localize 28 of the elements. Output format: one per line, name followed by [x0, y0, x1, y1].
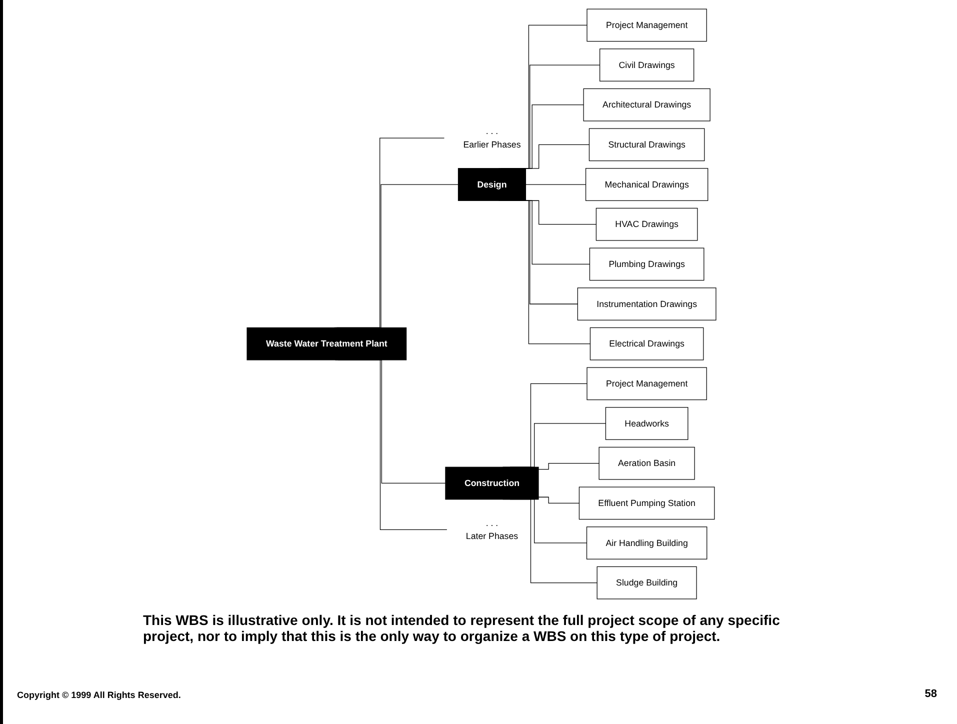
node-box: Air Handling Building — [586, 526, 708, 560]
node-box: Aeration Basin — [598, 446, 695, 480]
node-box: Effluent Pumping Station — [578, 486, 715, 520]
node-box: Plumbing Drawings — [589, 248, 704, 281]
node-box: Sludge Building — [596, 566, 697, 600]
node-box: Project Management — [586, 8, 707, 42]
node-box: Design — [458, 168, 526, 201]
connector — [538, 463, 600, 470]
node-box: Instrumentation Drawings — [577, 288, 716, 320]
caption-note: This WBS is illustrative only. It is not intended to represent the full project scope of any specific project, nor to imply that this is the only way to organize a WBS on this type of project. — [143, 612, 781, 644]
copyright-note: Copyright © 1999 All Rights Reserved. — [17, 690, 181, 700]
node-box: Electrical Drawings — [590, 327, 704, 360]
node-box: Headworks — [605, 407, 688, 440]
node-label: . . . — [486, 518, 498, 528]
page-number: 58 — [924, 688, 937, 700]
node-box: Construction — [445, 466, 539, 500]
node-box: Structural Drawings — [588, 128, 705, 162]
node-box: Waste Water Treatment Plant — [246, 327, 407, 360]
node-box: Mechanical Drawings — [585, 168, 708, 201]
connector — [538, 496, 580, 504]
node-text: Later Phases — [466, 530, 518, 542]
node-box: Civil Drawings — [600, 48, 694, 82]
node-text: Earlier Phases — [463, 139, 521, 150]
node-box: HVAC Drawings — [596, 208, 698, 241]
node-box: Architectural Drawings — [583, 88, 710, 122]
node-box: Project Management — [586, 367, 707, 400]
connector — [525, 184, 586, 185]
node-label: . . . — [486, 126, 498, 136]
